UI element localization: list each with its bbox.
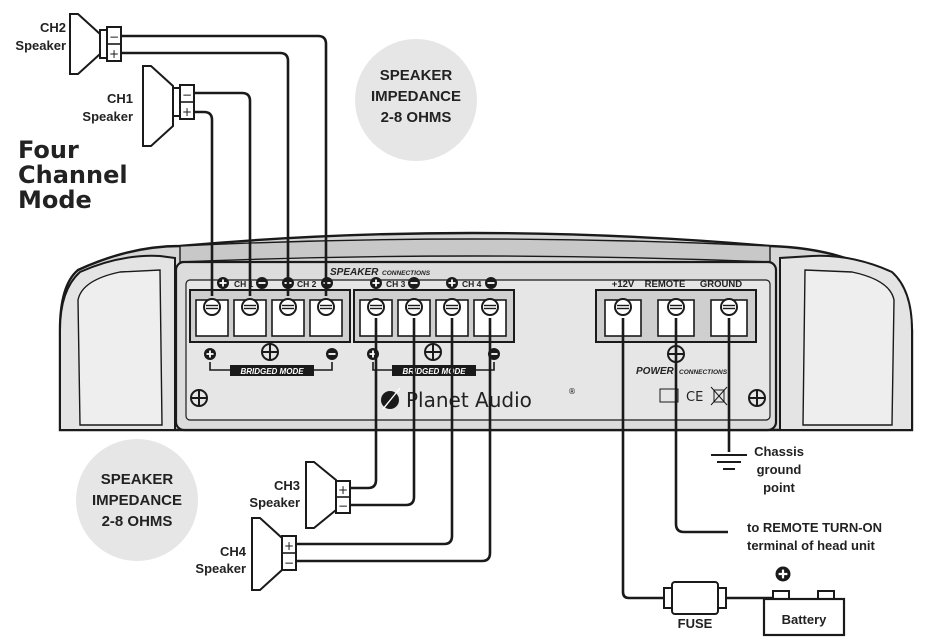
chassis-label-2: ground <box>757 462 802 477</box>
wires-power <box>621 318 731 600</box>
power-connections-sublabel: CONNECTIONS <box>679 369 728 376</box>
terminal-ch2-plus[interactable] <box>279 298 297 316</box>
plus12v-label: +12V <box>612 279 635 290</box>
ch1-speaker-label-2: Speaker <box>82 109 133 124</box>
speaker-ch4: + − CH4 Speaker <box>195 517 297 591</box>
remote-annotation-line2: terminal of head unit <box>747 538 876 553</box>
brand-logo: Planet Audio ® <box>381 387 576 412</box>
ch4-speaker-label-2: Speaker <box>195 561 246 576</box>
impedance-badge-bottom: SPEAKER IMPEDANCE 2-8 OHMS <box>76 439 198 561</box>
battery-icon <box>762 597 846 637</box>
terminal-ch1-minus[interactable] <box>241 298 259 316</box>
bridged-mode-right: BRIDGED MODE <box>366 343 501 376</box>
svg-text:−: − <box>284 556 294 570</box>
ground-label: GROUND <box>700 279 742 290</box>
ch4-minus-icon <box>484 276 498 290</box>
ch3-speaker-label-1: CH3 <box>274 478 300 493</box>
ch1-speaker-label-1: CH1 <box>107 91 133 106</box>
remote-annotation-line1: to REMOTE TURN-ON <box>747 520 882 535</box>
mount-screw-icon <box>424 343 442 361</box>
ch3-label: CH 3 <box>386 279 406 289</box>
chassis-ground: Chassis ground point <box>711 444 804 495</box>
fuse-label: FUSE <box>678 616 713 631</box>
mount-screw-icon <box>748 389 766 407</box>
speaker-terminal-block-right <box>353 289 515 343</box>
terminal-ground[interactable] <box>720 298 738 316</box>
page-title: Four Channel Mode <box>18 136 128 214</box>
ch2-speaker-label-1: CH2 <box>40 20 66 35</box>
ch1-label: CH 1 <box>234 279 254 289</box>
chassis-label-3: point <box>763 480 795 495</box>
impedance-top-line2: IMPEDANCE <box>371 88 461 105</box>
title-line2: Channel <box>18 161 128 189</box>
battery-label: Battery <box>782 612 828 627</box>
terminal-ch4-plus[interactable] <box>443 298 461 316</box>
speaker-ch2: − + CH2 Speaker <box>15 13 122 75</box>
terminal-ch3-plus[interactable] <box>367 298 385 316</box>
speaker-terminal-block-left <box>189 289 351 343</box>
fuse-icon <box>671 581 719 615</box>
title-line3: Mode <box>18 186 92 214</box>
remote-annotation: to REMOTE TURN-ON terminal of head unit <box>747 520 882 553</box>
svg-text:+: + <box>284 539 294 553</box>
terminal-ch4-minus[interactable] <box>481 298 499 316</box>
impedance-bottom-line2: IMPEDANCE <box>92 492 182 509</box>
brand-name: Planet Audio <box>406 388 532 412</box>
bridged-mode-left: BRIDGED MODE <box>203 343 339 376</box>
terminal-ch2-minus[interactable] <box>317 298 335 316</box>
speaker-connections-sublabel: CONNECTIONS <box>382 270 431 277</box>
power-labels: +12V REMOTE GROUND POWER CONNECTIONS <box>612 279 742 377</box>
svg-text:−: − <box>182 88 192 102</box>
impedance-top-line3: 2-8 OHMS <box>381 109 452 126</box>
ch1-plus-icon <box>216 276 230 290</box>
speaker-channel-labels: CH 1 CH 2 CH 3 CH 4 SPEAKER CONNECTIONS <box>216 267 498 290</box>
impedance-top-line1: SPEAKER <box>380 67 453 84</box>
bridged-left-plus-icon <box>203 347 217 361</box>
ch1-minus-icon <box>255 276 269 290</box>
impedance-bottom-line1: SPEAKER <box>101 471 174 488</box>
terminal-remote[interactable] <box>667 298 685 316</box>
ch4-label: CH 4 <box>462 279 482 289</box>
bridged-left-minus-icon <box>325 347 339 361</box>
ch2-speaker-label-2: Speaker <box>15 38 66 53</box>
terminal-12v[interactable] <box>614 298 632 316</box>
bridged-mode-left-label: BRIDGED MODE <box>240 367 304 376</box>
remote-label: REMOTE <box>645 279 686 290</box>
ch3-minus-icon <box>407 276 421 290</box>
e-mark-icon <box>659 388 679 403</box>
certification-marks: CE <box>659 386 728 406</box>
battery: Battery <box>762 565 846 637</box>
svg-text:+: + <box>182 105 192 119</box>
chassis-label-1: Chassis <box>754 444 804 459</box>
impedance-bottom-line3: 2-8 OHMS <box>102 513 173 530</box>
ch3-plus-icon <box>369 276 383 290</box>
terminal-ch3-minus[interactable] <box>405 298 423 316</box>
wires-ch1-ch2 <box>121 34 328 296</box>
ch3-speaker-label-2: Speaker <box>249 495 300 510</box>
fuse: FUSE <box>663 581 782 631</box>
title-line1: Four <box>18 136 79 164</box>
speaker-connections-label: SPEAKER <box>330 267 379 278</box>
power-connections-label: POWER <box>636 366 675 377</box>
bridged-mode-right-label: BRIDGED MODE <box>402 367 466 376</box>
svg-text:−: − <box>109 30 119 44</box>
battery-plus-icon <box>774 565 792 583</box>
impedance-badge-top: SPEAKER IMPEDANCE 2-8 OHMS <box>355 39 477 161</box>
svg-text:−: − <box>338 499 348 513</box>
weee-bin-icon <box>710 386 728 406</box>
mount-screw-icon <box>261 343 279 361</box>
wires-ch3-ch4 <box>296 318 492 563</box>
ch4-speaker-label-1: CH4 <box>220 544 247 559</box>
terminal-ch1-plus[interactable] <box>203 298 221 316</box>
registered-mark: ® <box>568 387 576 396</box>
mount-screw-icon <box>190 389 208 407</box>
svg-text:+: + <box>109 47 119 61</box>
ch2-label: CH 2 <box>297 279 317 289</box>
speaker-ch1: − + CH1 Speaker <box>82 65 195 147</box>
ce-mark: CE <box>686 390 703 405</box>
speaker-ch3: + − CH3 Speaker <box>249 461 351 529</box>
ch4-plus-icon <box>445 276 459 290</box>
svg-text:+: + <box>338 483 348 497</box>
